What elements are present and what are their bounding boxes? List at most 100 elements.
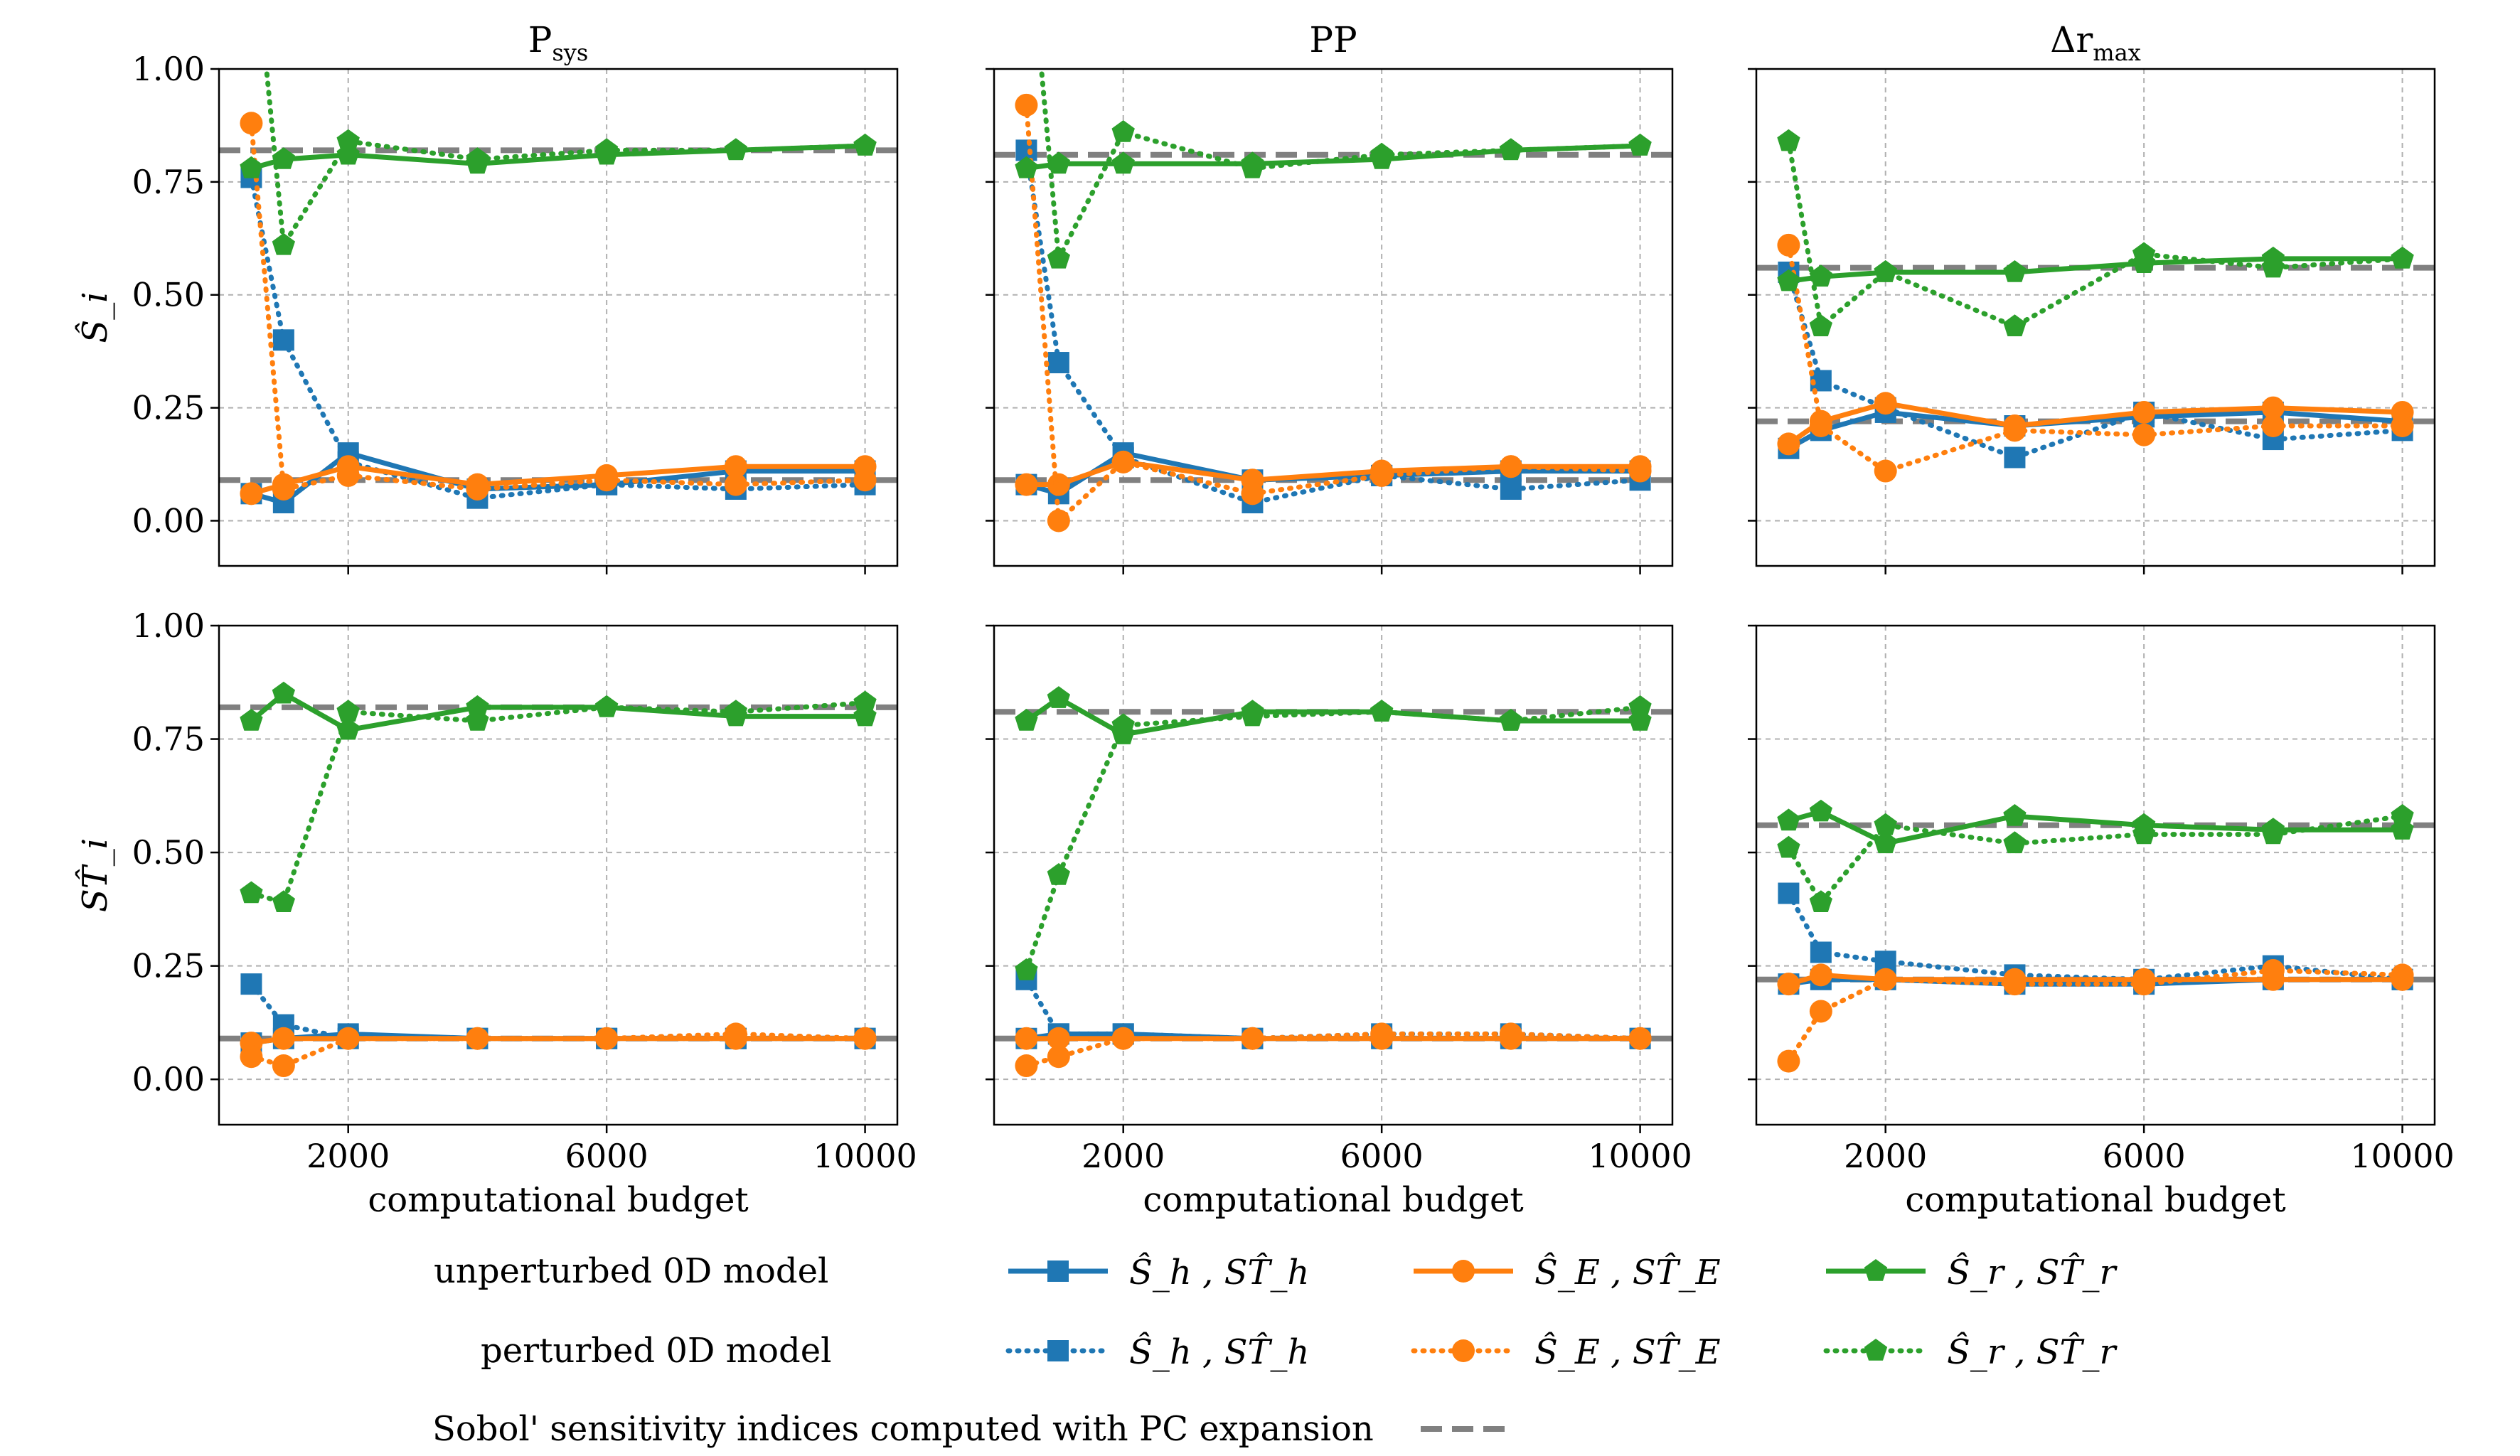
x-axis-label: computational budget: [368, 1180, 748, 1220]
data-point-E-unperturbed: [1777, 973, 1800, 996]
data-point-r-perturbed: [466, 147, 489, 169]
data-point-r-perturbed: [2132, 822, 2156, 845]
y-tick-label: 0.25: [132, 947, 205, 985]
plot-area: [219, 681, 897, 1078]
data-point-E-unperturbed: [1777, 432, 1800, 456]
data-point-r-unperturbed: [1777, 808, 1800, 831]
data-point-r-unperturbed: [1874, 831, 1897, 854]
y-tick-label: 1.00: [132, 606, 205, 645]
data-point-r-perturbed: [1111, 120, 1135, 142]
data-point-r-unperturbed: [2003, 804, 2027, 826]
data-point-E-perturbed: [1874, 459, 1897, 483]
data-point-E-perturbed: [1015, 93, 1038, 117]
axes-frame: [993, 68, 1674, 567]
data-point-E-unperturbed: [1047, 473, 1070, 496]
y-tick-label: 0.75: [132, 720, 205, 759]
data-point-r-unperturbed: [240, 156, 263, 178]
data-point-r-perturbed: [1015, 958, 1038, 980]
legend-marker-E: [1452, 1260, 1475, 1283]
y-tick-label: 0.75: [132, 163, 205, 201]
data-point-E-perturbed: [1111, 450, 1135, 473]
data-point-r-perturbed: [2003, 831, 2027, 854]
series-line-r-perturbed: [1785, 139, 2406, 331]
x-tick-label: 10000: [813, 1137, 917, 1175]
data-point-E-perturbed: [1628, 1027, 1652, 1050]
data-point-r-perturbed: [1111, 713, 1135, 736]
data-point-r-perturbed: [1777, 835, 1800, 858]
data-point-r-unperturbed: [1047, 151, 1070, 174]
data-point-r-unperturbed: [1809, 264, 1832, 287]
data-point-r-unperturbed: [1777, 269, 1800, 291]
legend-row-label: Sobol' sensitivity indices computed with…: [432, 1409, 1374, 1449]
data-point-r-perturbed: [466, 709, 489, 731]
subplot-1-3: Δrmax: [1748, 19, 2436, 574]
data-point-r-perturbed: [336, 129, 360, 151]
data-point-r-perturbed: [1047, 863, 1070, 885]
data-point-r-perturbed: [1874, 813, 1897, 835]
y-tick-label: 0.00: [132, 1060, 205, 1098]
data-point-E-unperturbed: [272, 1027, 295, 1050]
legend-marker-r: [1864, 1339, 1888, 1361]
data-point-E-unperturbed: [724, 455, 747, 478]
panel-title: Psys: [528, 19, 589, 66]
y-tick-label: 0.50: [132, 833, 205, 872]
plot-area: [1756, 799, 2435, 1073]
data-point-E-perturbed: [1499, 455, 1522, 478]
data-point-r-perturbed: [252, 34, 275, 56]
data-point-E-perturbed: [2132, 973, 2156, 996]
series-line-E-perturbed: [248, 120, 868, 493]
x-tick-label: 2000: [306, 1137, 390, 1175]
y-tick-label: 0.25: [132, 389, 205, 427]
series-line-h-perturbed: [1785, 269, 2406, 461]
y-axis-label: ST̂_i: [74, 838, 115, 912]
legend-row-label: unperturbed 0D model: [434, 1251, 828, 1291]
data-point-r-perturbed: [240, 881, 263, 904]
data-point-r-perturbed: [1809, 890, 1832, 912]
data-point-E-perturbed: [2391, 963, 2414, 987]
data-point-E-perturbed: [2261, 414, 2285, 438]
data-point-r-perturbed: [1628, 695, 1652, 717]
legend-entry-label: Ŝ_E , ST̂_E: [1534, 1331, 1721, 1372]
x-axis-label: computational budget: [1143, 1180, 1523, 1220]
data-point-r-perturbed: [2132, 242, 2156, 264]
data-point-r-unperturbed: [1047, 686, 1070, 708]
x-tick-label: 6000: [2103, 1137, 2186, 1175]
x-tick-label: 6000: [1340, 1137, 1424, 1175]
data-point-E-perturbed: [336, 1027, 360, 1050]
data-point-E-perturbed: [595, 469, 619, 492]
data-point-h-perturbed: [1810, 941, 1832, 963]
panel-title: Δrmax: [2050, 19, 2140, 66]
data-point-E-unperturbed: [1015, 1027, 1038, 1050]
legend-entry-label: Ŝ_h , ST̂_h: [1129, 1331, 1309, 1372]
axes-frame: [993, 624, 1674, 1126]
data-point-r-perturbed: [1777, 129, 1800, 151]
data-point-r-perturbed: [853, 690, 877, 713]
data-point-r-unperturbed: [1809, 799, 1832, 822]
data-point-h-perturbed: [1500, 478, 1522, 500]
plot-area: [994, 686, 1672, 1078]
legend-marker-E: [1452, 1339, 1475, 1362]
data-point-h-perturbed: [1047, 352, 1069, 374]
x-tick-label: 2000: [1844, 1137, 1927, 1175]
data-point-E-unperturbed: [240, 482, 263, 505]
data-point-E-perturbed: [724, 1022, 747, 1046]
legend-entry-label: Ŝ_E , ST̂_E: [1534, 1251, 1721, 1292]
data-point-E-perturbed: [1370, 1022, 1394, 1046]
data-point-r-perturbed: [595, 695, 619, 717]
y-tick-label: 1.00: [132, 50, 205, 88]
data-point-r-unperturbed: [272, 147, 295, 169]
data-point-E-perturbed: [1499, 1022, 1522, 1046]
data-point-r-perturbed: [1370, 700, 1394, 722]
data-point-E-unperturbed: [1015, 473, 1038, 496]
data-point-h-perturbed: [240, 973, 262, 995]
axes-frame: [1755, 68, 2436, 567]
legend-entry-label: Ŝ_r , ST̂_r: [1947, 1251, 2118, 1292]
data-point-E-perturbed: [1047, 1045, 1070, 1069]
